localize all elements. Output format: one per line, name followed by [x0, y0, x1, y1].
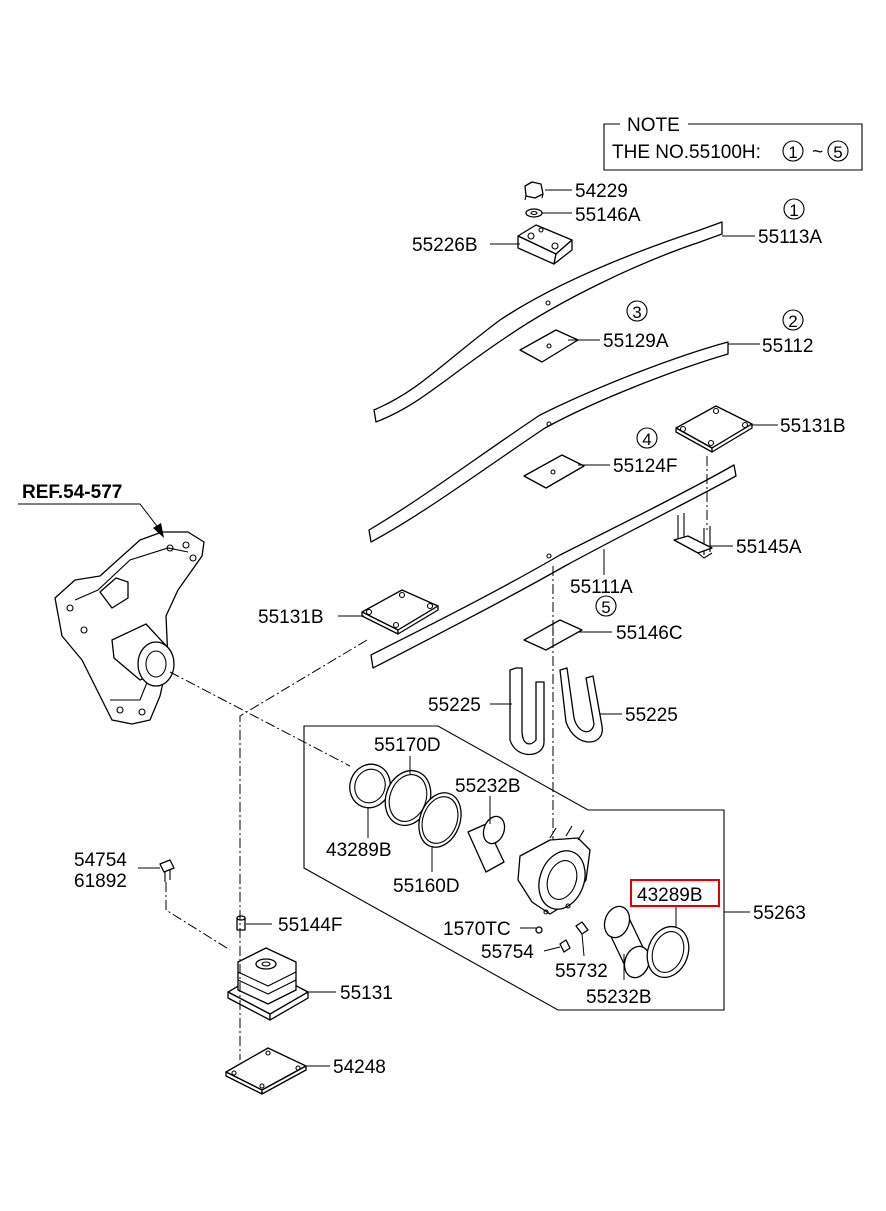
bushing-55232B-top	[467, 815, 506, 873]
note-box: NOTE THE NO.55100H: 1 ~ 5	[603, 115, 863, 171]
note-range-end-circle	[827, 140, 849, 162]
svg-text:1: 1	[789, 201, 798, 220]
note-range-end: 5	[833, 143, 842, 162]
label-55124F: 55124F	[613, 456, 677, 477]
label-54229: 54229	[575, 181, 628, 202]
u-bolt-55225-right	[559, 667, 603, 743]
label-55131: 55131	[340, 983, 393, 1004]
nut-54229	[524, 181, 544, 201]
bump-stopper-55131	[227, 947, 309, 1021]
label-55145A: 55145A	[736, 537, 802, 558]
label-55129A: 55129A	[603, 331, 669, 352]
frame-bracket-ref	[54, 531, 205, 725]
note-title: NOTE	[627, 115, 680, 136]
marker-4: 4	[636, 427, 658, 449]
bolt-55145A	[673, 513, 713, 559]
note-range-start: 1	[788, 143, 797, 162]
pad-55129A	[519, 329, 579, 363]
plate-55131B-right	[675, 405, 753, 453]
label-61892: 61892	[74, 871, 127, 892]
pad-55124F	[523, 454, 585, 489]
leaf-spring-55112	[368, 341, 729, 543]
reference-callout: REF.54-577	[18, 482, 164, 538]
marker-2: 2	[782, 309, 804, 331]
fitting-55732	[575, 921, 589, 935]
label-55144F: 55144F	[278, 915, 342, 936]
part-labels: 54229 55146A 55226B 55113A 55129A 55112 …	[74, 181, 846, 1078]
bolt-54754	[159, 859, 175, 882]
label-55111A: 55111A	[570, 577, 633, 598]
label-43289B-highlighted: 43289B	[637, 885, 703, 906]
plate-54248	[225, 1047, 307, 1095]
seal-55160D	[418, 792, 462, 848]
label-55732: 55732	[555, 961, 608, 982]
label-55226B: 55226B	[412, 235, 478, 256]
label-54754: 54754	[74, 850, 127, 871]
assembly-center-lines	[165, 456, 708, 1060]
clamp-plate-55226B	[517, 224, 573, 265]
reference-label: REF.54-577	[22, 482, 122, 503]
label-55131B-left: 55131B	[258, 607, 324, 628]
marker-5: 5	[595, 595, 617, 617]
label-55232B-top: 55232B	[455, 776, 521, 797]
label-54248: 54248	[333, 1057, 386, 1078]
nipple-55754	[559, 939, 571, 953]
bushing-55232B-bottom	[603, 905, 651, 979]
svg-text:5: 5	[601, 598, 610, 617]
spring-seat-housing	[517, 825, 591, 915]
label-55170D: 55170D	[374, 735, 441, 756]
seat-assembly-box-55263	[303, 725, 725, 1011]
highlight-box	[630, 879, 720, 907]
svg-text:2: 2	[788, 312, 797, 331]
note-range-start-circle	[782, 140, 804, 162]
note-text: THE NO.55100H:	[612, 142, 761, 163]
label-55160D: 55160D	[393, 876, 460, 897]
marker-1: 1	[783, 198, 805, 220]
leaf-spring-55113A	[373, 221, 723, 423]
label-55263: 55263	[753, 903, 806, 924]
label-1570TC: 1570TC	[443, 919, 511, 940]
marker-3: 3	[626, 300, 648, 322]
label-55113A: 55113A	[758, 227, 822, 248]
u-bolt-55225-left	[509, 667, 545, 755]
bolt-55144F	[236, 915, 246, 931]
note-range-sep: ~	[812, 142, 823, 163]
label-55225-left: 55225	[428, 695, 481, 716]
bolt-1570TC	[535, 926, 543, 934]
ring-43289B-left	[349, 763, 391, 809]
label-55112: 55112	[762, 336, 813, 357]
ring-43289B-right	[646, 925, 690, 979]
svg-text:4: 4	[642, 430, 651, 449]
label-55146A: 55146A	[575, 205, 641, 226]
plate-55131B-left	[361, 589, 439, 635]
label-55131B-right: 55131B	[780, 416, 846, 437]
label-55146C: 55146C	[616, 623, 683, 644]
label-55225-right: 55225	[625, 705, 678, 726]
label-55754: 55754	[481, 942, 534, 963]
leader-lines	[138, 189, 778, 1067]
label-43289B-left: 43289B	[326, 840, 392, 861]
washer-55146A	[525, 208, 543, 218]
svg-text:3: 3	[632, 303, 641, 322]
label-55232B-bottom: 55232B	[586, 987, 652, 1008]
